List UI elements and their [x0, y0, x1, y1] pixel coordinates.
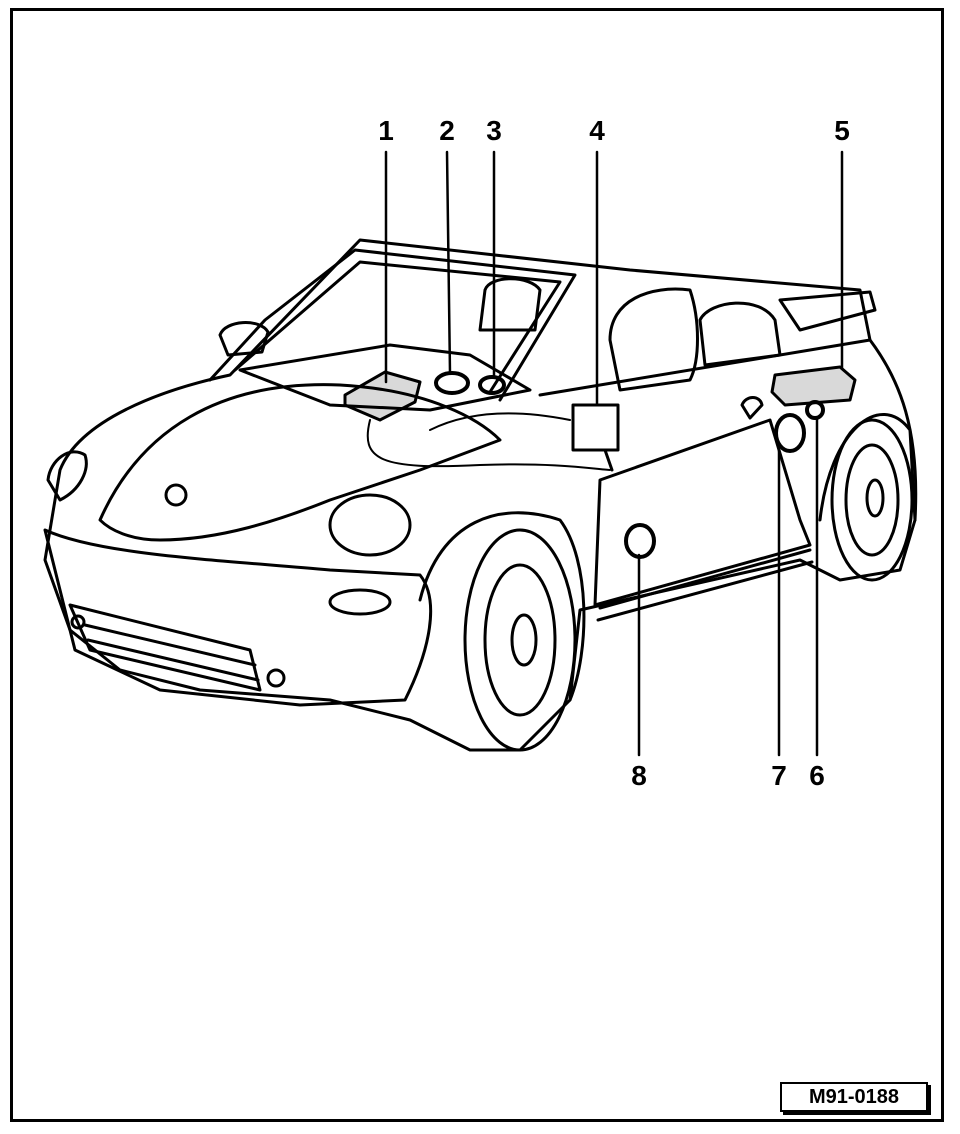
lower-grille	[68, 603, 262, 692]
door-handle	[740, 396, 764, 420]
hood-outline	[98, 383, 502, 542]
door-outline	[593, 418, 812, 607]
figure-id-label: M91-0188	[780, 1082, 928, 1112]
front-seat	[608, 287, 699, 392]
callout-7: 7	[771, 760, 787, 791]
windshield-inner	[233, 260, 562, 394]
callout-1: 1	[378, 115, 394, 146]
wiring-harness	[366, 419, 611, 471]
folded-roof	[778, 290, 877, 332]
component-1-radio	[343, 370, 422, 422]
rear-wheel	[830, 418, 914, 582]
component-6-speaker	[805, 400, 825, 420]
fog-light	[328, 588, 392, 616]
headlight-left	[328, 493, 412, 557]
callout-2: 2	[439, 115, 455, 146]
front-wheel-arch	[418, 511, 586, 702]
windshield-frame	[208, 248, 577, 402]
component-5-module	[770, 365, 857, 407]
dashboard	[238, 343, 532, 412]
callout-5: 5	[834, 115, 850, 146]
component-3-speaker	[478, 375, 506, 395]
leader-lines	[384, 150, 844, 757]
belt-line	[538, 338, 872, 397]
callout-4: 4	[589, 115, 605, 146]
front-bumper	[43, 528, 433, 707]
badge	[164, 483, 188, 507]
callout-6: 6	[809, 760, 825, 791]
component-7-speaker	[774, 413, 806, 453]
component-8-speaker	[624, 523, 656, 559]
rear-seat	[698, 301, 782, 367]
side-mirror	[218, 321, 270, 357]
headlight-right	[46, 450, 88, 502]
front-wheel	[463, 528, 577, 752]
car-body-outline	[43, 238, 918, 752]
component-4-module	[571, 403, 620, 452]
callout-8: 8	[631, 760, 647, 791]
diagram-frame	[10, 8, 944, 1122]
component-2-speaker	[434, 371, 470, 395]
callout-3: 3	[486, 115, 502, 146]
